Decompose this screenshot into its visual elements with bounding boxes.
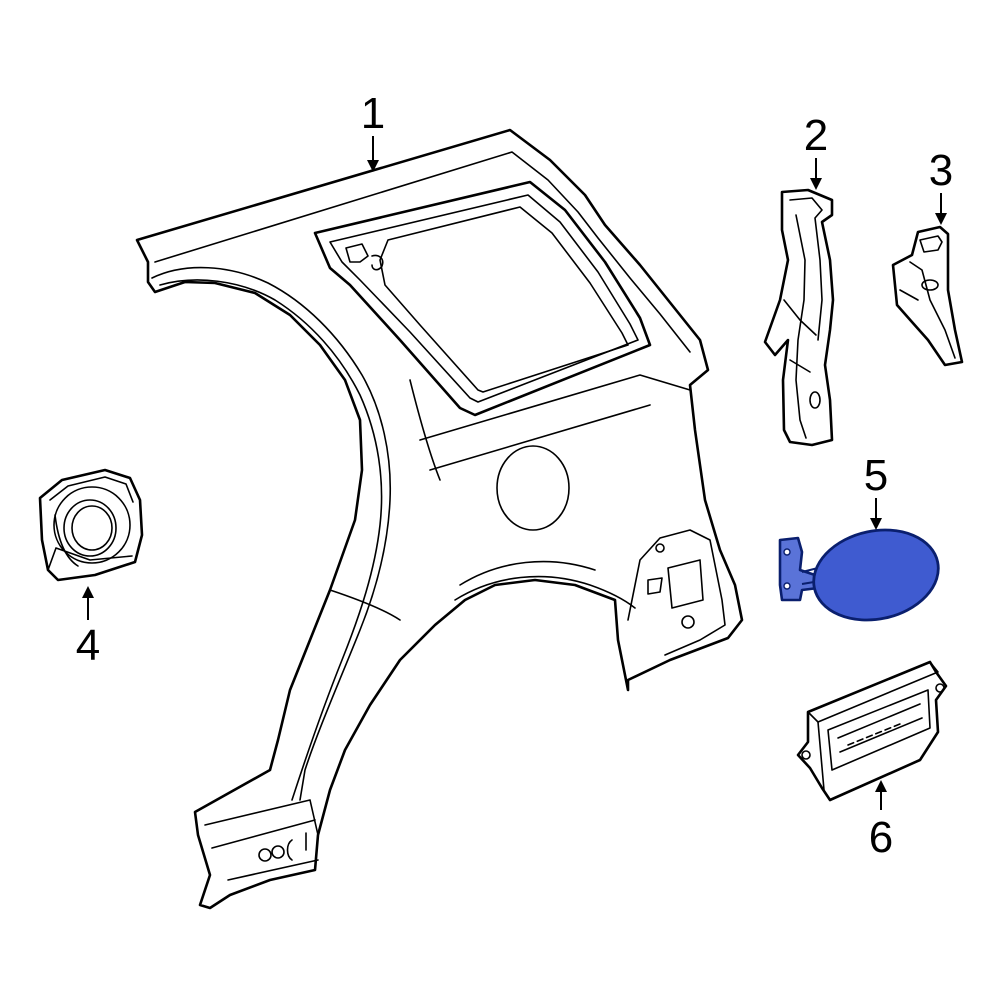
callout-number-5: 5 [864,451,888,500]
part-5-fuel-door [778,528,940,622]
part-6-mounting-plate [796,660,948,802]
part-3-bracket [891,225,964,367]
callout-6: 6 [869,780,893,862]
part-2-pillar-reinforcement [763,188,835,447]
callout-number-2: 2 [804,111,828,160]
callout-number-6: 6 [869,813,893,862]
callout-number-1: 1 [361,89,385,138]
callout-4: 4 [76,586,100,670]
callout-5: 5 [864,451,888,530]
callout-number-3: 3 [929,146,953,195]
callout-2: 2 [804,111,828,190]
fuel-door-lid [812,528,940,622]
part-4-filler-housing [38,468,144,582]
part-1-quarter-panel [135,128,744,910]
callout-1: 1 [361,89,385,172]
callout-3: 3 [929,146,953,225]
callout-number-4: 4 [76,621,100,670]
